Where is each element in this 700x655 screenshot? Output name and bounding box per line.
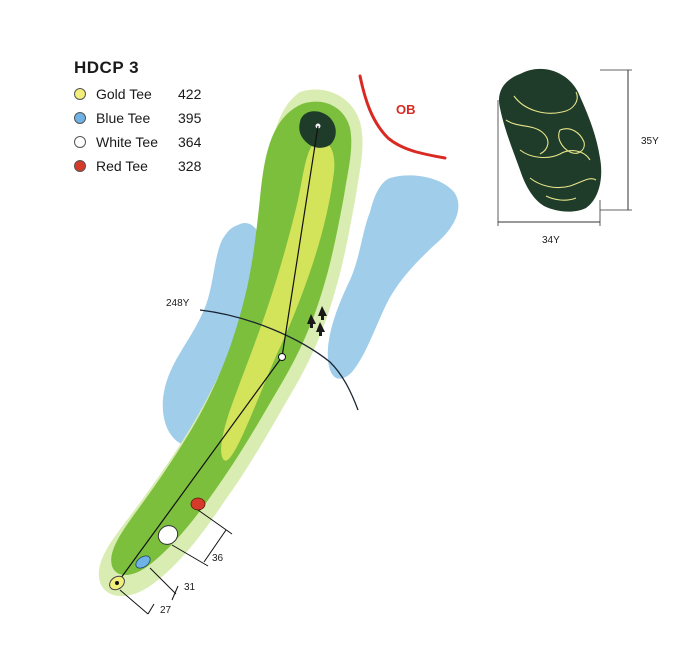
tee-yards: 364: [178, 134, 202, 150]
white-tee-box: [157, 525, 179, 545]
gold-tee-marker-icon: [74, 88, 86, 100]
blue-tee-box: [135, 555, 151, 569]
tee-gap-gold-blue: 27: [160, 605, 172, 616]
green-detail: 35Y 34Y: [497, 68, 659, 246]
handicap-label: HDCP 3: [74, 58, 140, 77]
tee-marker-icon: [115, 581, 119, 585]
landing-zone: [221, 140, 335, 461]
green-contour-lines: [505, 91, 597, 201]
carry-distance-label: 248Y: [166, 298, 190, 309]
tee-name: Blue Tee: [96, 110, 151, 126]
tee-gap-white-red: 36: [212, 553, 224, 564]
water-hazard-right: [327, 175, 459, 379]
tree-cluster-icon: [307, 306, 327, 336]
tee-name: Gold Tee: [96, 86, 152, 102]
tee-name: White Tee: [96, 134, 158, 150]
white-tee-marker-icon: [74, 136, 86, 148]
ob-boundary-line: [358, 74, 447, 160]
green-depth-label: 35Y: [641, 136, 659, 147]
green-detail-shape: [498, 68, 602, 212]
legend-row-gold: Gold Tee 422: [74, 82, 218, 106]
legend-row-white: White Tee 364: [74, 130, 218, 154]
carry-distance-arc: [199, 309, 359, 411]
blue-tee-marker-icon: [74, 112, 86, 124]
aim-point-icon: [278, 353, 286, 361]
tee-yards: 395: [178, 110, 202, 126]
tee-name: Red Tee: [96, 158, 148, 174]
red-tee-marker-icon: [74, 160, 86, 172]
tee-yards: 422: [178, 86, 202, 102]
legend-row-red: Red Tee 328: [74, 154, 218, 178]
tee-yards: 328: [178, 158, 202, 174]
red-tee-box: [190, 497, 206, 511]
fairway: [111, 101, 352, 575]
tee-gap-blue-white: 31: [184, 582, 196, 593]
tee-gap-lines: [119, 509, 233, 615]
legend-row-blue: Blue Tee 395: [74, 106, 218, 130]
green-width-label: 34Y: [542, 235, 560, 246]
ob-label: OB: [396, 102, 416, 117]
hole-legend: HDCP 3 Gold Tee 422 Blue Tee 395 White T…: [74, 58, 218, 178]
